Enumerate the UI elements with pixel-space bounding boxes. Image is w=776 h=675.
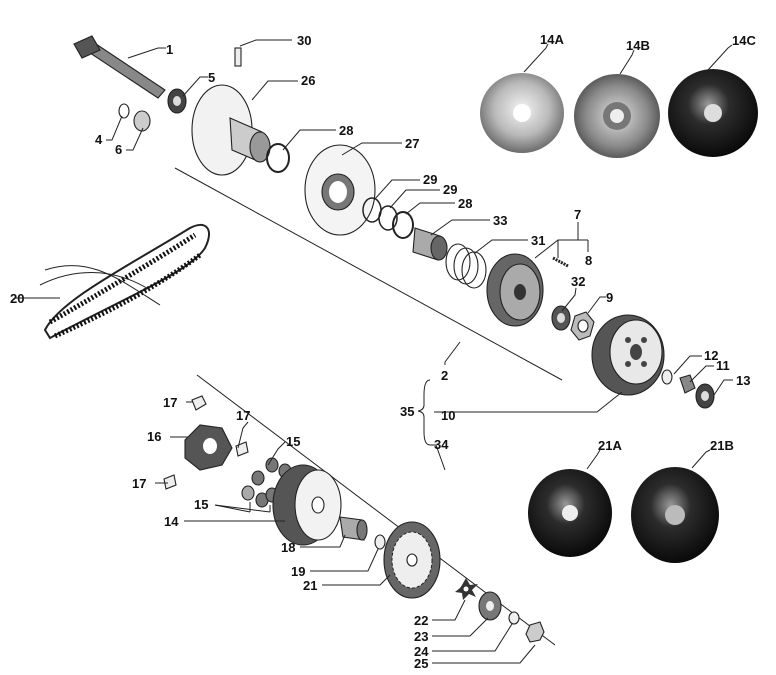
callout-32: 32	[571, 274, 585, 289]
spacer-11	[679, 374, 696, 394]
callout-28a: 28	[339, 123, 353, 138]
clutch-axis-line	[174, 167, 563, 381]
callout-12: 12	[704, 348, 718, 363]
callout-4: 4	[95, 132, 103, 147]
rollers-15	[241, 457, 292, 508]
slider-17c	[163, 474, 177, 490]
callout-27: 27	[405, 136, 419, 151]
shaft-1	[73, 35, 166, 99]
callout-34: 34	[434, 437, 449, 452]
leader-lines	[15, 39, 733, 664]
callout-9: 9	[606, 290, 613, 305]
callout-23: 23	[414, 629, 428, 644]
clutch-7	[486, 253, 544, 327]
washer-19	[374, 534, 386, 550]
callout-31: 31	[531, 233, 545, 248]
nut-25	[525, 621, 545, 643]
pulley-26	[191, 84, 271, 176]
nut-23	[478, 591, 502, 621]
bushing-18	[339, 516, 368, 541]
callout-28b: 28	[458, 196, 472, 211]
spring-31	[445, 243, 487, 289]
washer-6	[133, 110, 151, 132]
oring-28a	[266, 143, 290, 173]
variator-14	[272, 464, 342, 546]
washer-24	[508, 611, 520, 625]
callout-29a: 29	[423, 172, 437, 187]
callout-7: 7	[574, 207, 581, 222]
bearing-32	[551, 305, 571, 331]
callout-16: 16	[147, 429, 161, 444]
callout-8: 8	[585, 253, 592, 268]
callout-14: 14	[164, 514, 179, 529]
bearing-5	[167, 88, 187, 114]
photo-14c	[668, 69, 758, 157]
callout-29b: 29	[443, 182, 457, 197]
ramp-plate-16	[184, 424, 233, 471]
callout-10: 10	[441, 408, 455, 423]
callout-21a: 21A	[598, 438, 622, 453]
callout-17b: 17	[236, 408, 250, 423]
callout-13: 13	[736, 373, 750, 388]
clutch-bell-10	[591, 314, 665, 396]
callout-30: 30	[297, 33, 311, 48]
callout-1: 1	[166, 42, 173, 57]
drive-belt-20	[39, 223, 210, 340]
callout-24: 24	[414, 644, 429, 659]
star-washer-22	[455, 578, 478, 600]
callout-33: 33	[493, 213, 507, 228]
bearing-13	[695, 383, 715, 409]
oring-29b	[378, 205, 398, 231]
callout-18: 18	[281, 540, 295, 555]
callout-11: 11	[716, 358, 730, 373]
washer-12	[661, 369, 673, 385]
callout-17c: 17	[132, 476, 146, 491]
photo-14b	[574, 74, 660, 158]
callout-26: 26	[301, 73, 315, 88]
photo-21a	[528, 469, 612, 557]
callout-5: 5	[208, 70, 215, 85]
oring-28b	[392, 211, 414, 239]
callout-14a: 14A	[540, 32, 564, 47]
slider-17a	[191, 395, 207, 411]
clip-4	[118, 103, 130, 119]
photo-21b	[631, 467, 719, 563]
callout-19: 19	[291, 564, 305, 579]
callout-21b: 21B	[710, 438, 734, 453]
callout-14b: 14B	[626, 38, 650, 53]
callout-6: 6	[115, 142, 122, 157]
nut-9	[570, 311, 595, 341]
pin-30	[234, 47, 242, 67]
bush-33	[412, 227, 448, 261]
callout-17a: 17	[163, 395, 177, 410]
pulley-27	[304, 144, 376, 236]
callout-22: 22	[414, 613, 428, 628]
callout-15a: 15	[286, 434, 300, 449]
fan-pulley-21	[383, 521, 441, 599]
callout-20: 20	[10, 291, 24, 306]
callout-14c: 14C	[732, 33, 756, 48]
spring-8	[552, 256, 569, 268]
photo-14a	[480, 73, 564, 153]
callout-2: 2	[441, 368, 448, 383]
callout-21: 21	[303, 578, 317, 593]
callout-15b: 15	[194, 497, 208, 512]
part-labels: 1 5 4 6 30 26 28 27 29 29 28 33 31 7 8 3…	[10, 32, 756, 671]
callout-25: 25	[414, 656, 428, 671]
callout-35: 35	[400, 404, 414, 419]
slider-17b	[235, 441, 249, 457]
